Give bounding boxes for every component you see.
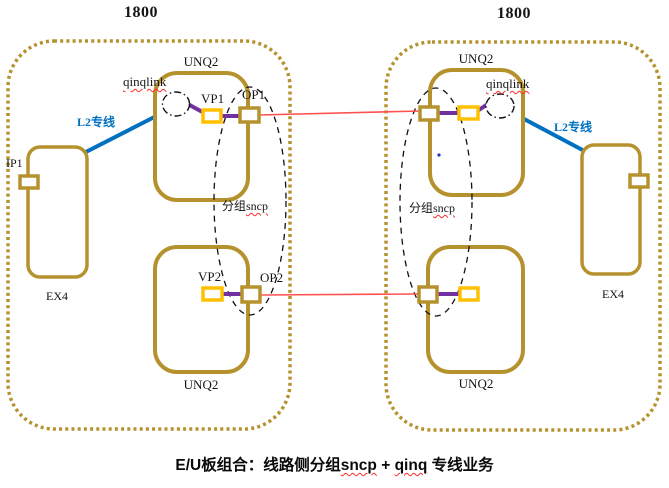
port-op2	[240, 285, 262, 304]
ip1-label: IP1	[6, 156, 23, 170]
caption-seg-5: 专线业务	[427, 457, 494, 474]
sncp-right-prefix: 分组	[409, 201, 434, 215]
op1-label: OP1	[242, 87, 266, 102]
op2-label: OP2	[260, 270, 284, 285]
device-left-title: 1800	[124, 4, 158, 21]
sncp-ellipse-left	[213, 86, 287, 316]
sncp-right-word: sncp	[433, 201, 456, 215]
caption-seg-4: qinq	[394, 457, 428, 474]
qinqlink-circle-left	[161, 91, 191, 117]
port-right-bottom	[417, 285, 439, 304]
l2-right-label: L2专线	[554, 120, 593, 134]
port-ex4-right	[628, 173, 650, 189]
port-op1	[238, 106, 261, 124]
port-vp1	[201, 108, 223, 124]
unq2-top-left-label: UNQ2	[183, 54, 219, 69]
unq2-bottom-left-box	[153, 245, 250, 374]
vp1-label: VP1	[201, 91, 225, 106]
port-right-top	[418, 105, 440, 122]
diagram-caption: E/U板组合：线路侧分组sncp + qinq 专线业务	[0, 453, 669, 475]
red-link-top	[258, 110, 422, 116]
stray-blue-dot	[437, 153, 441, 157]
unq2-bottom-right-box	[426, 245, 525, 374]
sncp-left-label: 分组sncp	[222, 199, 269, 214]
qinqlink-left-label: qinqlink	[123, 74, 167, 89]
caption-seg-3: +	[376, 457, 395, 474]
device-left-outline	[6, 39, 292, 431]
ex4-left-box	[26, 145, 89, 279]
caption-seg-2: sncp	[340, 457, 377, 474]
port-yellow-right-bottom	[458, 286, 480, 302]
sncp-left-prefix: 分组	[222, 199, 247, 213]
caption-seg-1: E/U板组合：线路侧分组	[175, 457, 341, 474]
port-vp2	[201, 286, 224, 302]
qinqlink-right-label: qinqlink	[486, 76, 530, 91]
sncp-left-word: sncp	[246, 199, 269, 213]
qinqlink-circle-right	[485, 93, 515, 119]
vp2-label: VP2	[198, 269, 222, 284]
sncp-right-label: 分组sncp	[409, 201, 456, 216]
unq2-top-right-label: UNQ2	[458, 51, 494, 66]
ex4-right-box	[580, 143, 642, 276]
sncp-ellipse-right	[399, 87, 473, 317]
l2-left-label: L2专线	[77, 115, 116, 129]
port-yellow-right-top	[457, 105, 480, 121]
ex4-right-label: EX4	[602, 287, 624, 301]
device-right-outline	[384, 40, 662, 432]
unq2-bottom-left-label: UNQ2	[183, 377, 219, 392]
red-link-bottom	[259, 293, 420, 296]
unq2-bottom-right-label: UNQ2	[458, 376, 494, 391]
ex4-left-label: EX4	[46, 289, 68, 303]
device-right-title: 1800	[497, 5, 531, 22]
port-ip1	[18, 174, 40, 190]
